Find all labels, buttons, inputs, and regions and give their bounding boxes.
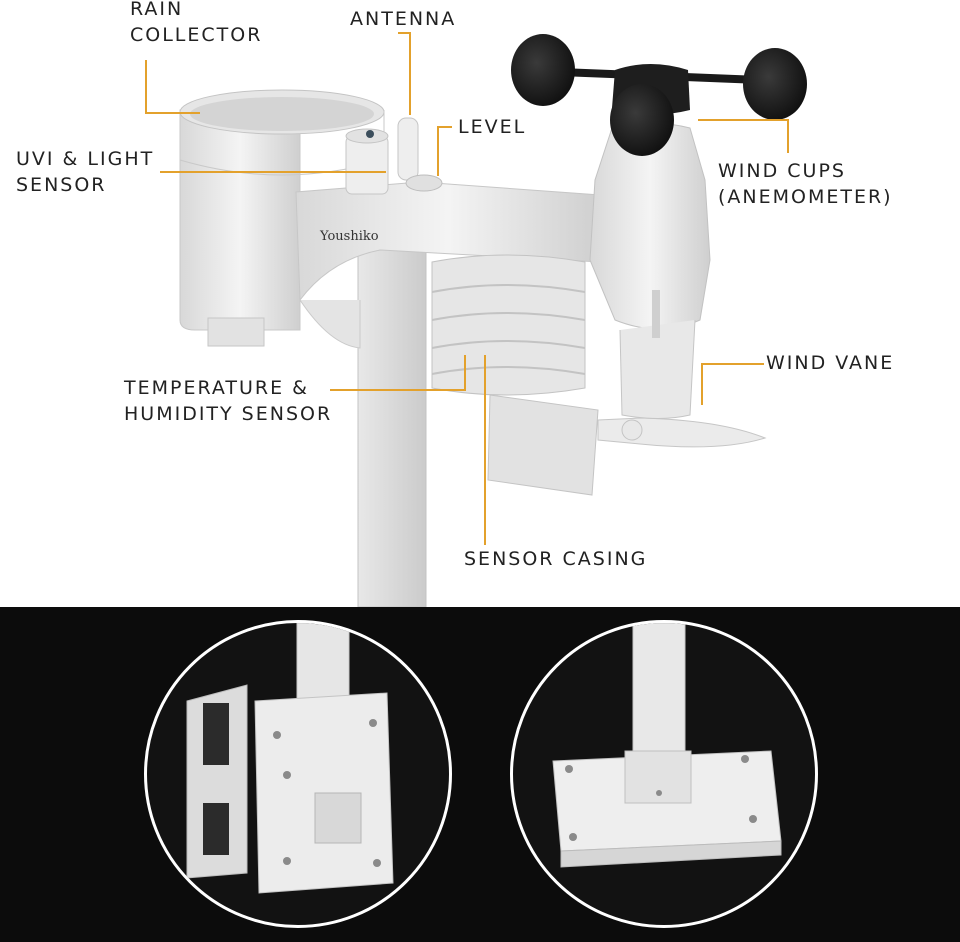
leader-wind-vane bbox=[701, 363, 764, 405]
wind-cups-shape bbox=[511, 34, 807, 156]
leader-wind-cups bbox=[698, 119, 789, 153]
brand-logo: Youshiko bbox=[319, 229, 379, 244]
pole bbox=[357, 249, 427, 607]
radiation-shield-shape bbox=[431, 254, 586, 396]
label-sensor-casing: SENSOR CASING bbox=[464, 548, 648, 570]
leader-temp-humidity bbox=[330, 355, 466, 391]
leader-antenna bbox=[398, 32, 411, 115]
level-shape bbox=[405, 174, 443, 192]
wind-vane-shape bbox=[487, 394, 767, 496]
label-temperature-humidity-sensor: TEMPERATURE &HUMIDITY SENSOR bbox=[124, 377, 333, 425]
rain-collector-shape bbox=[179, 89, 385, 347]
label-wind-vane: WIND VANE bbox=[766, 352, 895, 374]
pole-bracket-detail bbox=[144, 620, 452, 928]
leader-rain-collector bbox=[145, 60, 200, 114]
pole-bracket-illustration bbox=[186, 623, 394, 894]
weather-station-illustration: Youshiko bbox=[145, 32, 807, 607]
mounting-detail-panel bbox=[0, 607, 960, 942]
antenna-shape bbox=[397, 117, 419, 181]
arm-body bbox=[295, 181, 601, 349]
label-level: LEVEL bbox=[458, 116, 527, 138]
leader-level bbox=[437, 126, 452, 176]
uvi-sensor-shape bbox=[345, 128, 389, 195]
flat-base-illustration bbox=[552, 623, 782, 868]
label-antenna: ANTENNA bbox=[350, 8, 457, 30]
leader-lines bbox=[145, 32, 789, 545]
flat-base-detail bbox=[510, 620, 818, 928]
anemometer-housing-shape bbox=[589, 122, 711, 419]
label-wind-cups: WIND CUPS(ANEMOMETER) bbox=[718, 160, 893, 208]
